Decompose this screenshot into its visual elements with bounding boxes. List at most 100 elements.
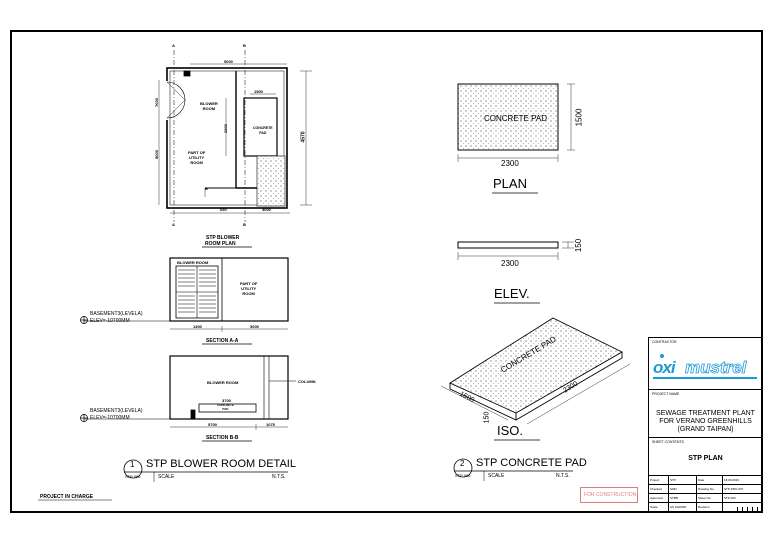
- section-bb-level: BASEMENT3(LEVELA): [90, 408, 143, 414]
- pad-iso-dim-c: 150: [483, 411, 491, 424]
- company-logo: oxi mustrel: [653, 354, 759, 380]
- section-aa-drawing: [80, 257, 289, 345]
- title-block: CONTRACTOR oxi mustrel PROJECT NAME SEWA…: [648, 337, 762, 512]
- revision-box: [747, 507, 752, 512]
- detail2-scale: N.T.S.: [556, 473, 570, 479]
- logo-text-b: mustrel: [685, 358, 747, 378]
- info-cell: STBB: [669, 494, 697, 503]
- plan-pad-label: CONCRETE PAD: [253, 126, 273, 135]
- revision-box: [752, 507, 757, 512]
- section-mark-b-bottom: B: [243, 222, 246, 227]
- logo-dot: [660, 354, 664, 358]
- drawing-sheet: [10, 30, 763, 513]
- pad-elev-drawing: [457, 241, 574, 304]
- project-line-1: SEWAGE TREATMENT PLANT: [656, 410, 755, 417]
- info-cell: STP 006: [723, 494, 762, 503]
- detail1-scale: N.T.S.: [272, 474, 286, 480]
- dim-top: 5000: [224, 59, 233, 64]
- info-cell: AS SHOWN: [669, 503, 697, 512]
- logo-text-a: oxi: [653, 358, 676, 377]
- info-cell: 18.09.2019: [723, 476, 762, 485]
- contractor-cell: CONTRACTOR oxi mustrel: [649, 338, 762, 390]
- section-mark-b-top: B: [243, 43, 246, 48]
- pad-plan-view-label: PLAN: [493, 176, 527, 191]
- dim-left-b: 5000: [153, 150, 159, 159]
- pad-iso-view-label: ISO.: [497, 423, 524, 438]
- detail1-title: STP BLOWER ROOM DETAIL: [146, 458, 296, 470]
- blower-plan-drawing: [158, 50, 312, 248]
- info-cell: SMD: [669, 485, 697, 494]
- stamp-text: FOR CONSTRUCTION: [584, 492, 637, 498]
- section-mark-b-side: B: [205, 186, 208, 191]
- pad-plan-width: 2300: [501, 159, 519, 168]
- detail1-scale-label: SCALE: [158, 474, 175, 480]
- info-cell: Revision: [697, 503, 723, 512]
- pad-elev-width: 2300: [501, 259, 519, 268]
- detail1-number: 1: [130, 460, 135, 469]
- section-bb-drawing: [80, 355, 296, 442]
- info-cell: Scale: [649, 503, 669, 512]
- section-aa-title: SECTION A-A: [206, 338, 239, 344]
- section-aa-level: BASEMENT3(LEVELA): [90, 311, 143, 317]
- utility-room-label: PART OF UTILITY ROOM: [188, 150, 206, 165]
- detail2-title: STP CONCRETE PAD: [476, 457, 587, 469]
- section-bb-dim-1: 5700: [208, 422, 217, 427]
- section-aa-room-label: BLOWER ROOM: [177, 260, 209, 265]
- detail2-marker: [453, 458, 573, 481]
- section-aa-dim-2: 3000: [250, 324, 259, 329]
- detail2-scale-label: SCALE: [488, 473, 505, 479]
- revision-box: [737, 507, 742, 512]
- detail2-number: 2: [460, 459, 465, 468]
- blower-room-label: BLOWER ROOM: [200, 101, 218, 111]
- dim-bottom-a: 650: [220, 207, 227, 212]
- dim-right: 4570: [300, 131, 307, 143]
- info-cell: Drawing No.: [697, 485, 723, 494]
- pad-plan-label: CONCRETE PAD: [484, 114, 547, 123]
- info-cell: Approved: [649, 494, 669, 503]
- logo-underline: [653, 377, 757, 379]
- pad-plan-height: 1500: [574, 108, 584, 127]
- section-bb-room-label: BLOWER ROOM: [207, 380, 239, 385]
- dim-inner-top: 1500: [254, 89, 263, 94]
- sheet-contents-label: SHEET CONTENTS: [652, 440, 684, 444]
- dim-bottom-b: 3000: [262, 207, 271, 212]
- section-bb-dim-2: 1075: [266, 422, 275, 427]
- pad-elev-thickness: 150: [574, 238, 584, 253]
- dim-inner: 3300: [222, 124, 228, 133]
- project-line-2: FOR VERANO GREENHILLS: [659, 418, 752, 425]
- section-mark-a-top: A: [172, 43, 175, 48]
- section-aa-utility-label: PART OF UTILITY ROOM: [240, 281, 258, 296]
- blower-plan-title-2: ROOM PLAN: [205, 241, 236, 247]
- info-cell: Date: [697, 476, 723, 485]
- project-title-label: PROJECT NAME: [652, 392, 680, 396]
- sheet-contents-cell: SHEET CONTENTS STP PLAN: [649, 438, 762, 476]
- revision-box: [757, 507, 762, 512]
- info-cell: STP: [669, 476, 697, 485]
- info-cell: Checked: [649, 485, 669, 494]
- section-aa-elev: ELEV=-10700MM: [90, 318, 130, 324]
- revision-box: [742, 507, 747, 512]
- section-bb-column-label: COLUMN: [298, 379, 316, 384]
- project-cell: PROJECT NAME SEWAGE TREATMENT PLANT FOR …: [649, 390, 762, 438]
- for-construction-stamp: FOR CONSTRUCTION: [580, 487, 638, 503]
- detail2-ref: STP 006: [455, 473, 471, 478]
- dim-left-a: 7000: [153, 98, 159, 107]
- section-bb-elev: ELEV=-10700MM: [90, 415, 130, 421]
- blower-plan-title-1: STP BLOWER: [206, 235, 240, 241]
- project-line-3: (GRAND TAIPAN): [677, 426, 734, 433]
- detail1-ref: STP 006: [125, 474, 141, 479]
- pad-plan-drawing: [457, 83, 575, 194]
- contractor-label: CONTRACTOR: [652, 340, 677, 344]
- info-cell: Sheet No.: [697, 494, 723, 503]
- pad-iso-drawing: [440, 317, 631, 441]
- section-mark-a-bottom: A: [172, 222, 175, 227]
- detail1-marker: [123, 459, 288, 482]
- section-bb-pad-dim: 3700: [222, 398, 231, 403]
- section-aa-dim-1: 1300: [193, 324, 202, 329]
- info-cell: STP-PRO-007: [723, 485, 762, 494]
- sheet-title: STP PLAN: [688, 455, 723, 462]
- project-in-charge-label: PROJECT IN CHARGE: [40, 494, 94, 500]
- pad-elev-view-label: ELEV.: [494, 286, 530, 301]
